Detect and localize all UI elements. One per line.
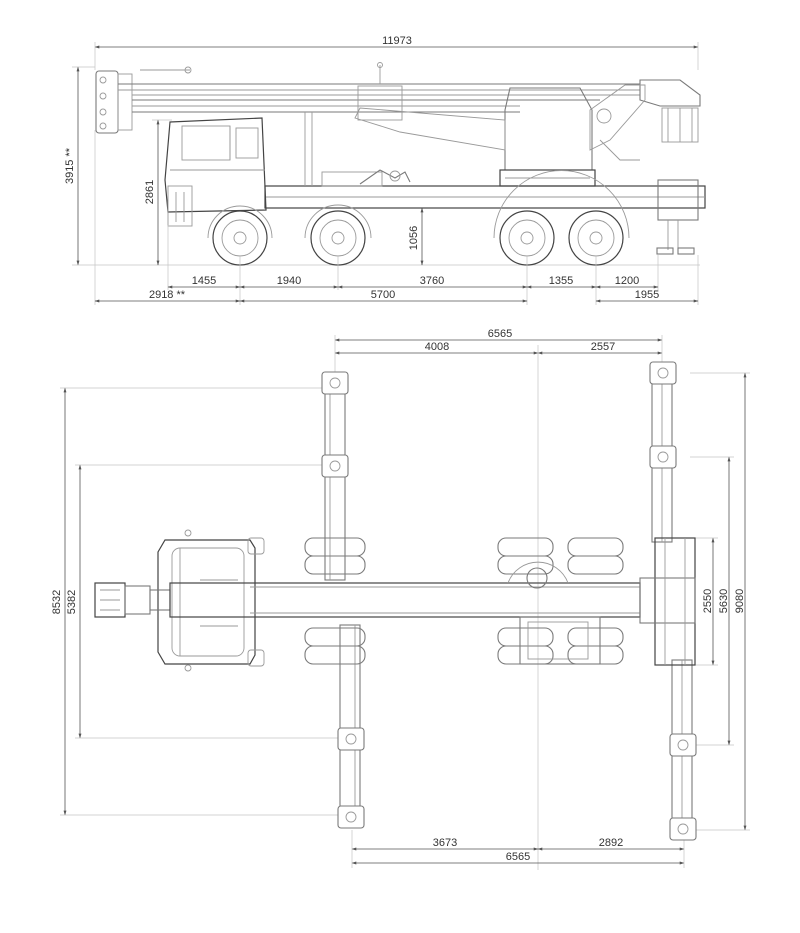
outrigger-pads [321, 361, 697, 841]
boom-top [94, 582, 641, 618]
overall-length-label: 11973 [382, 35, 412, 47]
width-half-label: 5382 [66, 590, 78, 614]
right-dimensions: 2550 5630 9080 [690, 372, 750, 831]
outrigger-beams [324, 371, 693, 831]
top-front-label: 4008 [425, 341, 449, 353]
cab-height-dimension: 2861 [144, 119, 172, 266]
pad-front-right-outer [337, 805, 365, 829]
dim-row1-1: 1455 [192, 275, 216, 287]
pad-front-left-outer [321, 371, 349, 395]
cab-top [157, 529, 265, 672]
superstructure [354, 84, 646, 187]
dim-row1-3: 3760 [420, 275, 444, 287]
frame-height-dimension: 1056 [408, 207, 424, 266]
pad-rear-left-inner [649, 445, 677, 469]
dim-row1-2: 1940 [277, 275, 301, 287]
left-dimensions: 8532 5382 [51, 387, 340, 816]
bottom-dimensions: 3673 2892 6565 [351, 830, 685, 868]
side-view: 11973 3915 ** 2861 1056 [64, 35, 706, 305]
dimension-row-2: 2918 ** 5700 1955 [94, 289, 699, 303]
pad-rear-left-outer [649, 361, 677, 385]
overall-height-label: 3915 ** [64, 147, 76, 184]
rear-frame-top [639, 537, 696, 666]
pad-rear-right-outer [669, 817, 697, 841]
dim-row2-2: 5700 [371, 289, 395, 301]
pad-front-right-inner [337, 727, 365, 751]
dim-row2-3: 1955 [635, 289, 659, 301]
bottom-front-label: 3673 [433, 837, 457, 849]
width-full-label: 8532 [51, 590, 63, 614]
boom [95, 62, 701, 143]
overall-height-dimension: 3915 ** [64, 66, 700, 266]
bottom-span-label: 6565 [506, 851, 530, 863]
top-rear-label: 2557 [591, 341, 615, 353]
wheels-top [304, 537, 624, 665]
rear-outrigger [656, 179, 699, 255]
top-span-label: 6565 [488, 328, 512, 340]
dim-row1-4: 1355 [549, 275, 573, 287]
truck-cab [164, 117, 267, 227]
frame-height-label: 1056 [408, 226, 420, 250]
rear-inner-label: 2550 [702, 589, 714, 613]
top-dimensions: 6565 4008 2557 [334, 328, 663, 375]
top-view: 6565 4008 2557 8532 5382 [51, 328, 750, 870]
pad-rear-right-inner [669, 733, 697, 757]
dimension-row-1: 1455 1940 3760 1355 1200 [94, 130, 699, 305]
bottom-rear-label: 2892 [599, 837, 623, 849]
turret-top [507, 561, 601, 665]
overall-length-dimension: 11973 [94, 35, 699, 70]
rear-full-label: 9080 [734, 589, 746, 613]
rear-mid-label: 5630 [718, 589, 730, 613]
cab-height-label: 2861 [144, 180, 156, 204]
dim-row1-5: 1200 [615, 275, 639, 287]
pad-front-left-inner [321, 454, 349, 478]
dim-row2-1: 2918 ** [149, 289, 186, 301]
